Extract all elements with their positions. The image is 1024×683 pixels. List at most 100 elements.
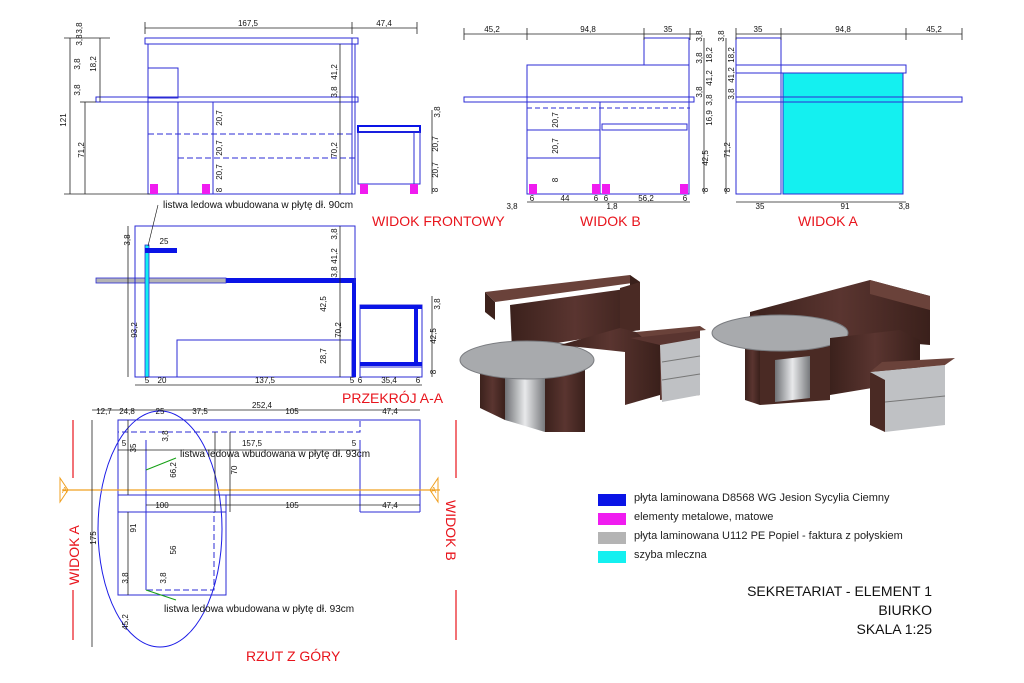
dim-a-w2: 94,8 <box>835 25 851 34</box>
dim-top-t22: 3,8 <box>159 572 168 584</box>
dim-b-b5: 6 <box>604 194 609 203</box>
legend-swatch-frosted-glass <box>598 551 626 563</box>
dim-top-t4: 37,5 <box>192 407 208 416</box>
dim-b-b4: 6 <box>594 194 599 203</box>
front-view-dim-texts: 167,5 47,4 121 3,8 3,8 18,2 3,8 41,2 3,8… <box>59 19 442 192</box>
dim-top-t10: 5 <box>352 439 357 448</box>
dim-front-h-l: 20,7 <box>431 136 440 152</box>
dim-b-h10: 20,7 <box>551 112 560 128</box>
dim-b-h4: 41,2 <box>705 70 714 86</box>
legend-swatch-metal <box>598 513 626 525</box>
dim-b-h7: 16,9 <box>705 110 714 126</box>
section-marker-letters: A A <box>62 486 437 495</box>
label-view-a: WIDOK A <box>798 213 858 229</box>
dim-b-b2: 6 <box>530 194 535 203</box>
dim-b-h11: 20,7 <box>551 138 560 154</box>
title-line-3: SKALA 1:25 <box>856 621 932 637</box>
top-plan-dim-texts: 12,7 24,8 25 37,5 252,4 105 47,4 5 157,5… <box>89 401 398 630</box>
top-plan-dim-lines <box>91 409 420 647</box>
dim-sec-s4: 41,2 <box>330 248 339 264</box>
dim-front-h-n: 8 <box>431 187 440 192</box>
dim-top-t23: 45,2 <box>121 614 130 630</box>
dim-front-h-g: 20,7 <box>215 140 224 156</box>
dim-sec-s3: 3,8 <box>330 228 339 240</box>
dim-b-b8: 1,8 <box>606 202 618 211</box>
dim-top-t18: 47,4 <box>382 501 398 510</box>
dim-a-h3: 41,2 <box>727 67 736 83</box>
dim-front-h-total: 121 <box>59 113 68 127</box>
view-a-drawing <box>735 37 963 195</box>
legend-label: płyta laminowana D8568 WG Jesion Sycylia… <box>634 492 890 504</box>
label-side-view-b: WIDOK B <box>443 500 459 561</box>
red-side-lines <box>72 420 457 640</box>
dim-top-t16: 100 <box>155 501 169 510</box>
dim-top-t2: 24,8 <box>119 407 135 416</box>
dim-sec-s13: 5 <box>145 376 150 385</box>
dim-a-h2: 18,2 <box>727 47 736 63</box>
dim-sec-s10: 3,8 <box>433 298 442 310</box>
dim-top-t15: 175 <box>89 531 98 545</box>
view-b-metal-feet <box>529 184 688 194</box>
dim-top-t21: 3,8 <box>121 572 130 584</box>
dim-sec-s8: 70,2 <box>334 322 343 338</box>
dim-sec-s15: 137,5 <box>255 376 276 385</box>
note-led-93-top: listwa ledowa wbudowana w płytę dł. 93cm <box>180 449 370 460</box>
dim-sec-s1: 3,8 <box>123 234 132 246</box>
section-marker-right: A <box>431 486 437 495</box>
note-led-93-bottom: listwa ledowa wbudowana w płytę dł. 93cm <box>164 604 354 615</box>
label-side-view-a: WIDOK A <box>66 524 82 585</box>
dim-b-h5: 3,8 <box>695 86 704 98</box>
dim-b-w2: 94,8 <box>580 25 596 34</box>
front-view-dim-lines <box>64 22 433 195</box>
dim-front-h-j: 70,2 <box>330 142 339 158</box>
title-line-1: SEKRETARIAT - ELEMENT 1 <box>747 583 932 599</box>
dim-top-t13: 66,2 <box>169 462 178 478</box>
dim-sec-s17: 6 <box>358 376 363 385</box>
dim-sec-s2: 25 <box>160 237 169 246</box>
dim-a-h5: 71,2 <box>723 142 732 158</box>
dim-b-w3: 35 <box>664 25 673 34</box>
dim-sec-s11: 42,5 <box>429 328 438 344</box>
note-led-90: listwa ledowa wbudowana w płytę dł. 90cm <box>163 200 353 211</box>
view-a-dim-lines <box>725 28 963 203</box>
dim-front-h-o: 3,8 <box>75 22 84 34</box>
dim-sec-s14: 20 <box>158 376 167 385</box>
dim-front-h-b: 18,2 <box>89 56 98 72</box>
dim-top-t9: 157,5 <box>242 439 263 448</box>
dim-top-t20: 56 <box>169 545 178 554</box>
dim-b-b3: 44 <box>561 194 570 203</box>
dim-sec-s5: 3,8 <box>330 266 339 278</box>
section-aa-dim-lines <box>127 226 433 386</box>
section-aa-drawing <box>95 225 423 378</box>
dim-top-t3: 25 <box>156 407 165 416</box>
dim-b-h6: 3,8 <box>705 94 714 106</box>
dim-front-h-c: 3,8 <box>73 84 82 96</box>
dim-a-b2: 91 <box>841 202 850 211</box>
vertical-view-labels: WIDOK A WIDOK B <box>66 500 459 585</box>
dim-a-w3: 45,2 <box>926 25 942 34</box>
dim-b-b7: 6 <box>683 194 688 203</box>
label-section-aa: PRZEKRÓJ A-A <box>342 390 444 406</box>
dim-sec-s6: 93,2 <box>130 322 139 338</box>
label-view-b: WIDOK B <box>580 213 641 229</box>
dim-top-t14: 70 <box>230 465 239 474</box>
dim-front-w1: 167,5 <box>238 19 259 28</box>
dim-front-h-low: 71,2 <box>77 142 86 158</box>
dim-top-t19: 91 <box>129 523 138 532</box>
dim-front-h-h: 20,7 <box>215 164 224 180</box>
dim-top-t11: 35 <box>129 443 138 452</box>
dim-front-h-i: 8 <box>215 187 224 192</box>
label-top-view: RZUT Z GÓRY <box>246 648 341 664</box>
legend-item: płyta laminowana U112 PE Popiel - faktur… <box>598 530 928 549</box>
legend-label: szyba mleczna <box>634 549 707 561</box>
dim-top-t1: 12,7 <box>96 407 112 416</box>
dim-b-h3: 3,8 <box>695 52 704 64</box>
dim-top-t17: 105 <box>285 501 299 510</box>
view-b-dim-texts: 45,2 94,8 35 3,8 18,2 3,8 41,2 3,8 3,8 1… <box>484 25 714 211</box>
section-marker-left: A <box>62 486 68 495</box>
front-view-drawing <box>95 37 421 195</box>
legend-item: szyba mleczna <box>598 549 928 568</box>
dim-a-b3: 3,8 <box>898 202 910 211</box>
dim-sec-s16: 5 <box>350 376 355 385</box>
